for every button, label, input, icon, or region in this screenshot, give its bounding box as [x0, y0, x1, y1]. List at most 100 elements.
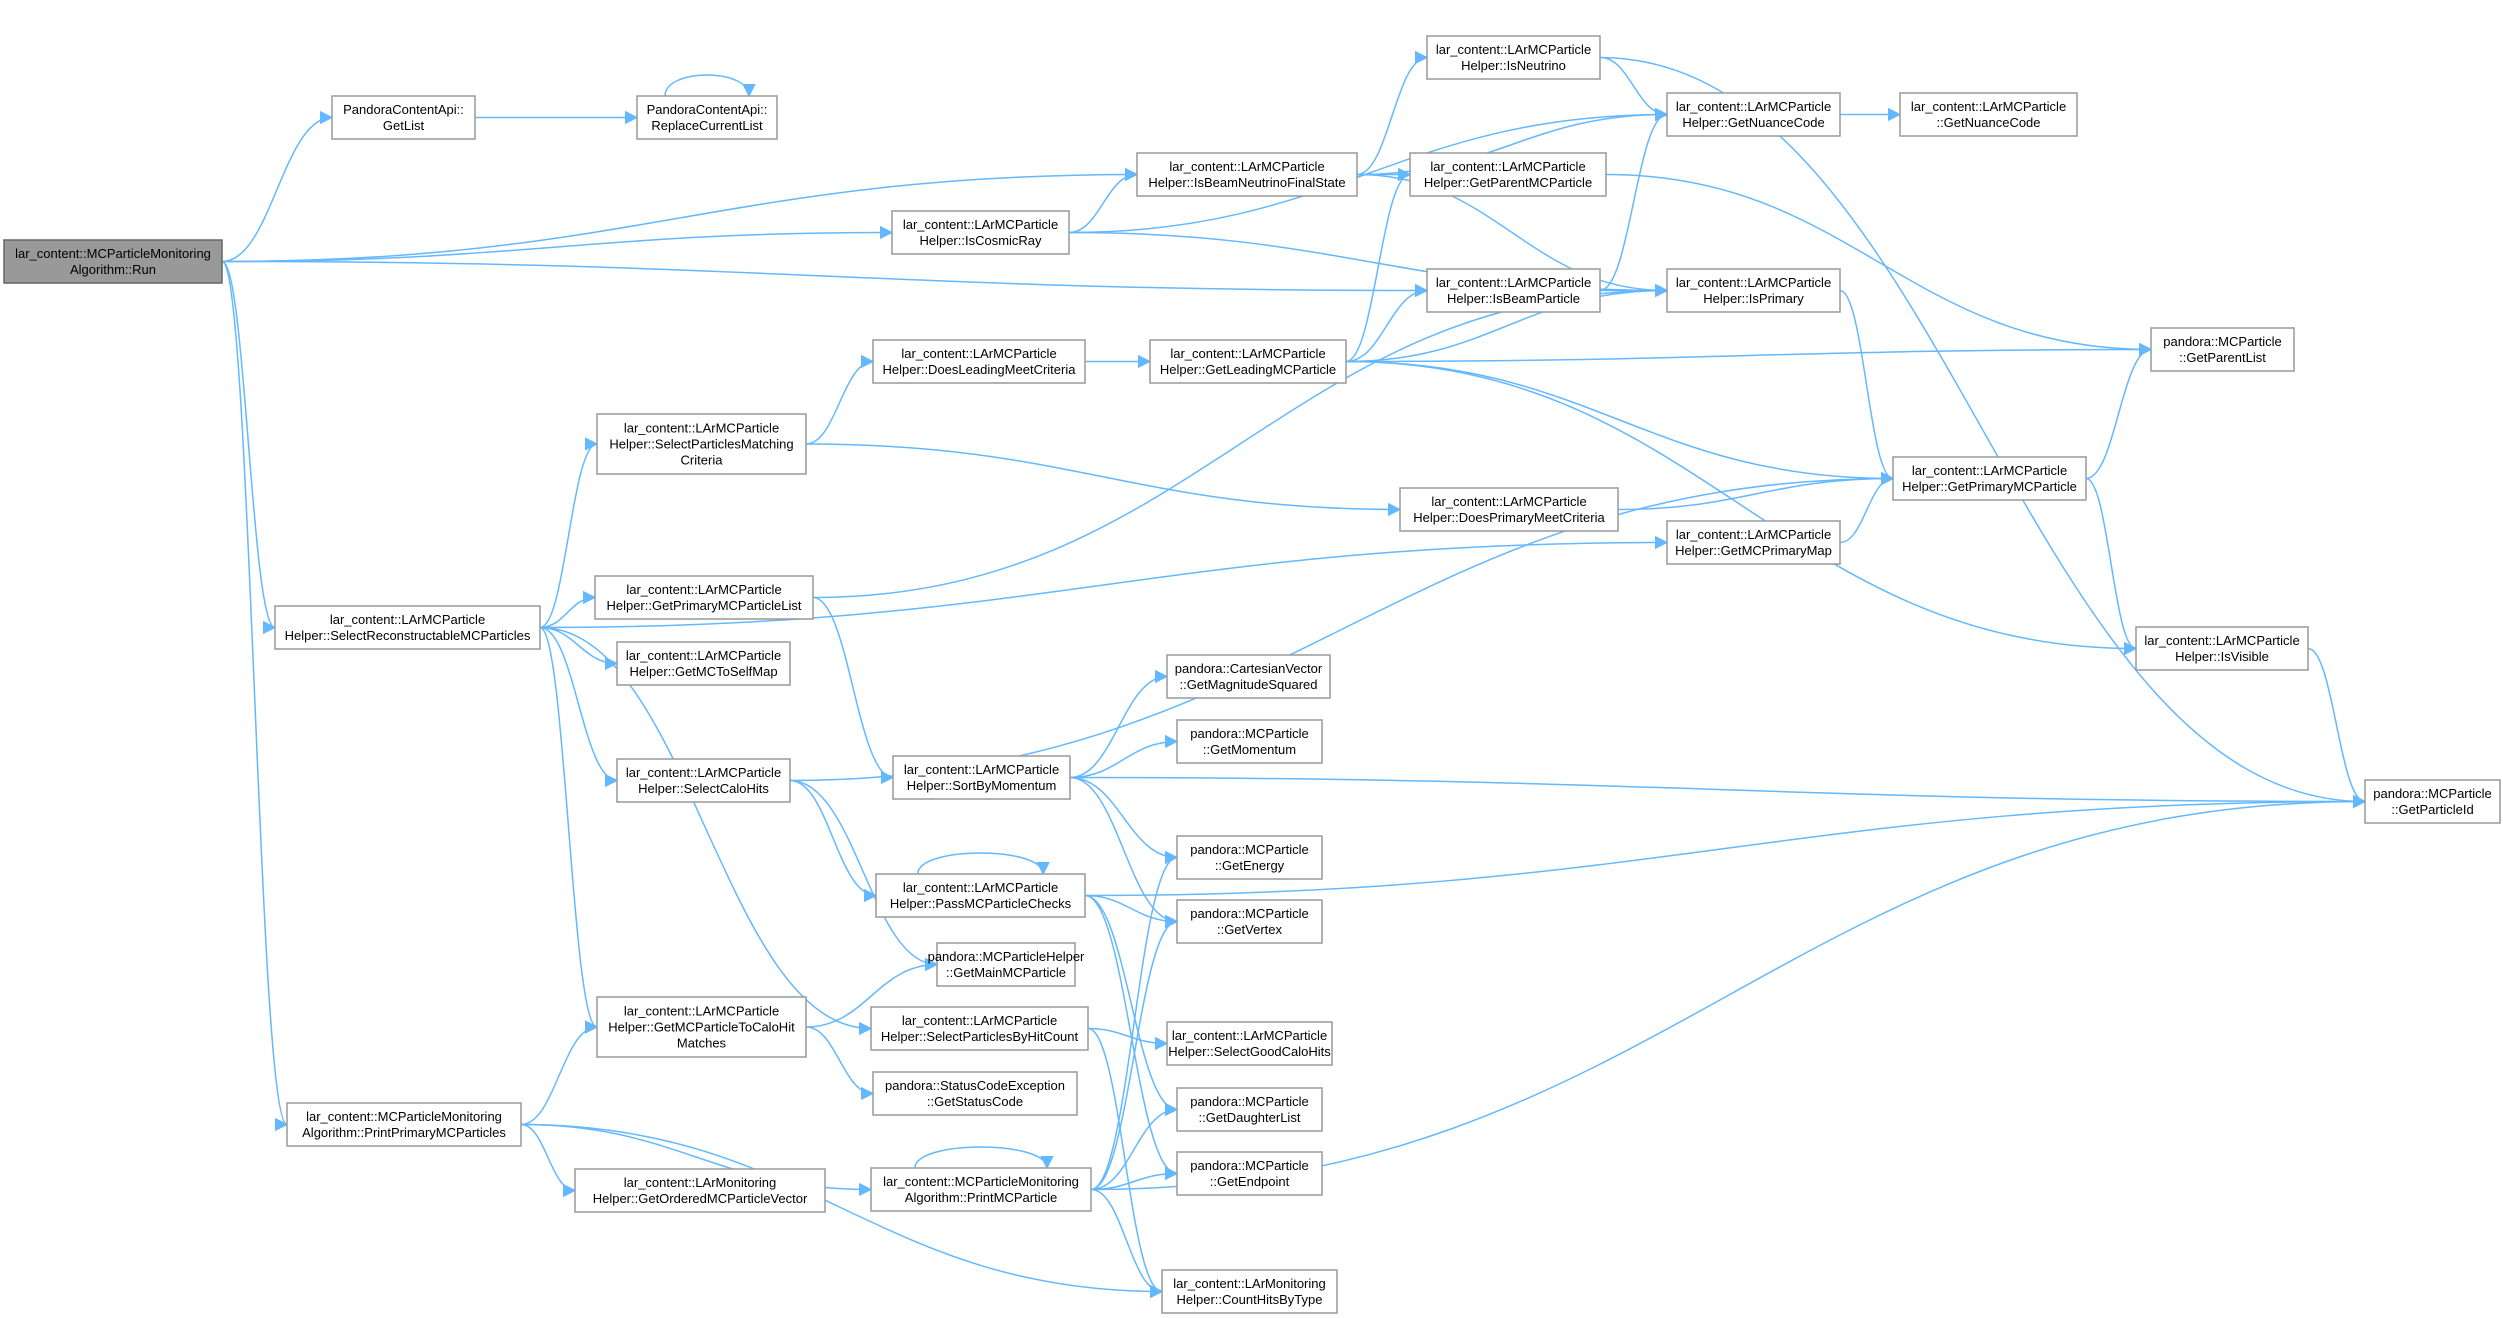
node-label-line: lar_content::LArMCParticle — [1676, 275, 1831, 290]
edge-run-to-isbeamnufs — [221, 167, 1139, 263]
node-getprimarylist[interactable]: lar_content::LArMCParticleHelper::GetPri… — [594, 575, 814, 620]
node-label-line: Helper::CountHitsByType — [1177, 1292, 1323, 1307]
edge-getleading-to-getprimarymc — [1345, 360, 1895, 486]
node-getenergy[interactable]: pandora::MCParticle::GetEnergy — [1176, 835, 1323, 880]
node-getmctocalo[interactable]: lar_content::LArMCParticleHelper::GetMCP… — [596, 996, 807, 1058]
node-getmomentum[interactable]: pandora::MCParticle::GetMomentum — [1176, 719, 1323, 764]
node-box — [870, 1006, 1089, 1051]
node-box — [2150, 327, 2295, 372]
node-isbeamnufs[interactable]: lar_content::LArMCParticleHelper::IsBeam… — [1136, 152, 1358, 197]
node-label-line: ::GetMagnitudeSquared — [1179, 677, 1317, 692]
node-getmainmc[interactable]: pandora::MCParticleHelper::GetMainMCPart… — [928, 942, 1085, 987]
node-label-line: ::GetVertex — [1217, 922, 1283, 937]
edge-run-to-iscosmic — [221, 225, 894, 263]
node-label-line: Helper::GetParentMCParticle — [1424, 175, 1592, 190]
node-getprimarymc[interactable]: lar_content::LArMCParticleHelper::GetPri… — [1892, 456, 2087, 501]
node-label-line: pandora::MCParticle — [1190, 1158, 1309, 1173]
edge-selectmatching-to-doesleading — [805, 354, 875, 445]
edge-getprimarymc-to-getparentlist — [2085, 342, 2153, 480]
node-label-line: Helper::PassMCParticleChecks — [890, 896, 1072, 911]
node-getdaughter[interactable]: pandora::MCParticle::GetDaughterList — [1176, 1087, 1323, 1132]
node-selectreco[interactable]: lar_content::LArMCParticleHelper::Select… — [274, 605, 541, 650]
node-box — [892, 755, 1071, 800]
node-printmc[interactable]: lar_content::MCParticleMonitoringAlgorit… — [870, 1167, 1092, 1212]
node-getvertex[interactable]: pandora::MCParticle::GetVertex — [1176, 899, 1323, 944]
node-getordered[interactable]: lar_content::LArMonitoringHelper::GetOrd… — [574, 1168, 826, 1213]
node-getnuance[interactable]: lar_content::LArMCParticleHelper::GetNua… — [1666, 92, 1841, 137]
node-label-line: Helper::SelectCaloHits — [638, 781, 769, 796]
node-label-line: Helper::GetNuanceCode — [1682, 115, 1824, 130]
node-box — [1666, 268, 1841, 313]
node-getmcprimarymap[interactable]: lar_content::LArMCParticleHelper::GetMCP… — [1666, 520, 1841, 565]
node-label-line: lar_content::LArMCParticle — [330, 612, 485, 627]
node-label-line: Helper::SelectParticlesMatching — [609, 437, 793, 452]
node-getparticleid[interactable]: pandora::MCParticle::GetParticleId — [2364, 779, 2501, 824]
node-box — [636, 95, 778, 140]
node-box — [1409, 152, 1607, 197]
node-box — [1176, 835, 1323, 880]
node-label-line: lar_content::MCParticleMonitoring — [15, 246, 211, 261]
node-box — [1666, 520, 1841, 565]
node-selectgood[interactable]: lar_content::LArMCParticleHelper::Select… — [1166, 1021, 1333, 1066]
edge-passchecks-to-passchecks — [917, 852, 1050, 876]
node-label-line: pandora::MCParticleHelper — [928, 949, 1085, 964]
node-doesprimary[interactable]: lar_content::LArMCParticleHelper::DoesPr… — [1399, 487, 1619, 532]
node-label-line: pandora::MCParticle — [2373, 786, 2492, 801]
node-getparentmc[interactable]: lar_content::LArMCParticleHelper::GetPar… — [1409, 152, 1607, 197]
node-passchecks[interactable]: lar_content::LArMCParticleHelper::PassMC… — [875, 873, 1086, 918]
node-selectcalo[interactable]: lar_content::LArMCParticleHelper::Select… — [616, 758, 791, 803]
node-label-line: Helper::GetPrimaryMCParticleList — [606, 598, 801, 613]
edge-getleading-to-getparentlist — [1345, 342, 2153, 363]
node-box — [274, 605, 541, 650]
node-box — [331, 95, 476, 140]
node-box — [1176, 899, 1323, 944]
node-getnuance2[interactable]: lar_content::LArMCParticle::GetNuanceCod… — [1899, 92, 2078, 137]
node-printprimary[interactable]: lar_content::MCParticleMonitoringAlgorit… — [286, 1102, 522, 1147]
node-label-line: lar_content::LArMCParticle — [2144, 633, 2299, 648]
node-label-line: Helper::GetOrderedMCParticleVector — [593, 1191, 808, 1206]
node-label-line: GetList — [383, 118, 425, 133]
edge-selectreco-to-getmctocalo — [539, 626, 599, 1034]
edge-layer — [221, 50, 2367, 1299]
node-sortbymom[interactable]: lar_content::LArMCParticleHelper::SortBy… — [892, 755, 1071, 800]
node-run[interactable]: lar_content::MCParticleMonitoringAlgorit… — [3, 239, 223, 284]
edge-passchecks-to-getparticleid — [1084, 794, 2367, 897]
node-label-line: pandora::MCParticle — [2163, 334, 2282, 349]
edge-printmc-to-printmc — [914, 1146, 1054, 1170]
node-getmagsq[interactable]: pandora::CartesianVector::GetMagnitudeSq… — [1166, 654, 1331, 699]
node-iscosmic[interactable]: lar_content::LArMCParticleHelper::IsCosm… — [891, 210, 1070, 255]
node-getstatus[interactable]: pandora::StatusCodeException::GetStatusC… — [872, 1071, 1078, 1116]
node-isvisible[interactable]: lar_content::LArMCParticleHelper::IsVisi… — [2135, 626, 2309, 671]
node-getmctoself[interactable]: lar_content::LArMCParticleHelper::GetMCT… — [616, 641, 791, 686]
node-box — [596, 413, 807, 475]
node-selectmatching[interactable]: lar_content::LArMCParticleHelper::Select… — [596, 413, 807, 475]
edge-printmc-to-getdaughter — [1090, 1102, 1179, 1191]
edge-iscosmic-to-isbeamnufs — [1068, 167, 1139, 234]
node-label-line: lar_content::LArMCParticle — [1172, 1028, 1327, 1043]
node-getlist[interactable]: PandoraContentApi::GetList — [331, 95, 476, 140]
node-replace[interactable]: PandoraContentApi::ReplaceCurrentList — [636, 95, 778, 140]
edge-sortbymom-to-getmomentum — [1069, 734, 1179, 779]
node-isneutrino[interactable]: lar_content::LArMCParticleHelper::IsNeut… — [1426, 35, 1601, 80]
node-label-line: ::GetStatusCode — [927, 1094, 1023, 1109]
node-label-line: ::GetParticleId — [2391, 802, 2473, 817]
node-label-line: Helper::DoesPrimaryMeetCriteria — [1413, 510, 1605, 525]
edge-selectreco-to-getmcprimarymap — [539, 535, 1669, 629]
node-isprimary[interactable]: lar_content::LArMCParticleHelper::IsPrim… — [1666, 268, 1841, 313]
node-getleading[interactable]: lar_content::LArMCParticleHelper::GetLea… — [1149, 339, 1347, 384]
node-box — [872, 1071, 1078, 1116]
node-counthits[interactable]: lar_content::LArMonitoringHelper::CountH… — [1161, 1269, 1338, 1314]
node-box — [1136, 152, 1358, 197]
node-selectbyhit[interactable]: lar_content::LArMCParticleHelper::Select… — [870, 1006, 1089, 1051]
node-box — [2364, 779, 2501, 824]
node-getparentlist[interactable]: pandora::MCParticle::GetParentList — [2150, 327, 2295, 372]
node-doesleading[interactable]: lar_content::LArMCParticleHelper::DoesLe… — [872, 339, 1086, 384]
node-label-line: lar_content::LArMCParticle — [904, 762, 1059, 777]
node-label-line: lar_content::LArMCParticle — [626, 582, 781, 597]
node-isbeamparticle[interactable]: lar_content::LArMCParticleHelper::IsBeam… — [1426, 268, 1601, 313]
edge-isvisible-to-getparticleid — [2307, 647, 2367, 809]
node-label-line: lar_content::MCParticleMonitoring — [306, 1109, 502, 1124]
node-getendpoint[interactable]: pandora::MCParticle::GetEndpoint — [1176, 1151, 1323, 1196]
edge-getleading-to-isvisible — [1345, 360, 2138, 656]
node-label-line: ::GetDaughterList — [1199, 1110, 1301, 1125]
